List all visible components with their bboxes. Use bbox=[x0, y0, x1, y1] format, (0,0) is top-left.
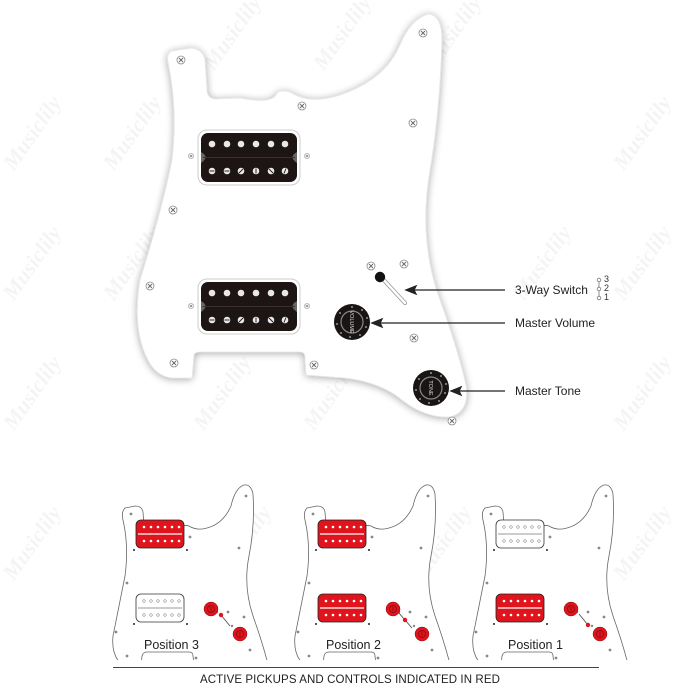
neck-humbucker-pickup bbox=[197, 129, 301, 186]
position-2-diagram bbox=[294, 484, 452, 660]
callout-master-tone: Master Tone bbox=[515, 384, 581, 398]
callout-three-way-switch: 3-Way Switch bbox=[515, 283, 588, 297]
position-diagrams bbox=[112, 484, 630, 660]
position-1-label: Position 1 bbox=[508, 638, 563, 652]
svg-text:VOLUME: VOLUME bbox=[348, 310, 354, 334]
position-2-label: Position 2 bbox=[326, 638, 381, 652]
footer-caption: ACTIVE PICKUPS AND CONTROLS INDICATED IN… bbox=[199, 674, 501, 686]
position-3-diagram bbox=[112, 484, 270, 660]
switch-legend-1: 1 bbox=[604, 292, 610, 302]
three-way-switch bbox=[374, 271, 407, 305]
callout-master-volume: Master Volume bbox=[515, 316, 596, 330]
volume-knob: VOLUME bbox=[334, 304, 370, 340]
tone-knob: TONE bbox=[413, 370, 449, 406]
bridge-humbucker-pickup bbox=[197, 278, 301, 335]
main-pickguard-diagram: VOLUME TONE bbox=[136, 13, 602, 426]
position-3-label: Position 3 bbox=[144, 638, 199, 652]
switch-legend-3: 3 bbox=[604, 274, 610, 284]
svg-text:TONE: TONE bbox=[427, 380, 433, 396]
divider-line bbox=[113, 667, 599, 668]
pickguard-outline bbox=[136, 13, 468, 418]
switch-legend-2: 2 bbox=[604, 283, 610, 293]
switch-position-legend bbox=[596, 277, 602, 301]
position-1-diagram bbox=[472, 484, 630, 660]
